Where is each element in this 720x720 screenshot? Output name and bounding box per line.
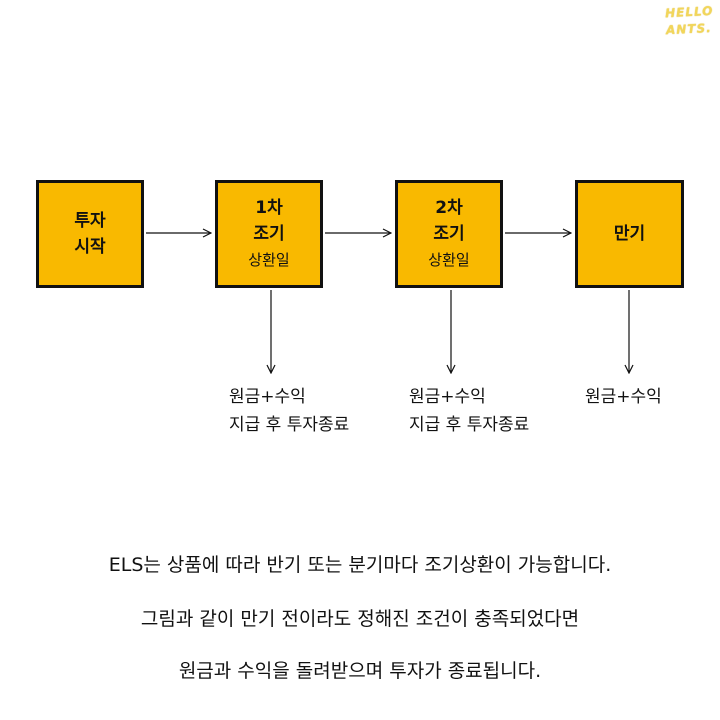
box-second-line-1: 2차 bbox=[435, 198, 463, 218]
outcome-second-line-1: 원금+수익 bbox=[409, 387, 486, 407]
outcome-maturity-line-1: 원금+수익 bbox=[585, 387, 662, 407]
outcome-second: 원금+수익 지급 후 투자종료 bbox=[409, 383, 529, 439]
box-start-line-1: 투자 bbox=[74, 211, 106, 231]
outcome-second-line-2: 지급 후 투자종료 bbox=[409, 415, 530, 435]
box-first-line-3: 상환일 bbox=[248, 251, 290, 269]
box-maturity: 만기 bbox=[575, 180, 684, 288]
box-second-early-redemption: 2차 조기 상환일 bbox=[395, 180, 503, 288]
box-second-line-2: 조기 bbox=[433, 224, 465, 244]
outcome-first: 원금+수익 지급 후 투자종료 bbox=[229, 383, 349, 439]
box-investment-start: 투자 시작 bbox=[36, 180, 144, 288]
caption-line-1: ELS는 상품에 따라 반기 또는 분기마다 조기상환이 가능합니다. bbox=[108, 554, 612, 576]
outcome-first-line-2: 지급 후 투자종료 bbox=[229, 415, 350, 435]
box-maturity-line-1: 만기 bbox=[613, 224, 646, 244]
caption-line-3: 원금과 수익을 돌려받으며 투자가 종료됩니다. bbox=[178, 660, 542, 682]
box-start-line-2: 시작 bbox=[74, 237, 106, 257]
outcome-maturity: 원금+수익 bbox=[585, 383, 662, 411]
outcome-first-line-1: 원금+수익 bbox=[229, 387, 306, 407]
box-first-line-1: 1차 bbox=[255, 198, 283, 218]
box-first-early-redemption: 1차 조기 상환일 bbox=[215, 180, 323, 288]
box-second-line-3: 상환일 bbox=[428, 251, 470, 269]
caption-line-2: 그림과 같이 만기 전이라도 정해진 조건이 충족되었다면 bbox=[140, 608, 580, 630]
box-first-line-2: 조기 bbox=[253, 224, 285, 244]
